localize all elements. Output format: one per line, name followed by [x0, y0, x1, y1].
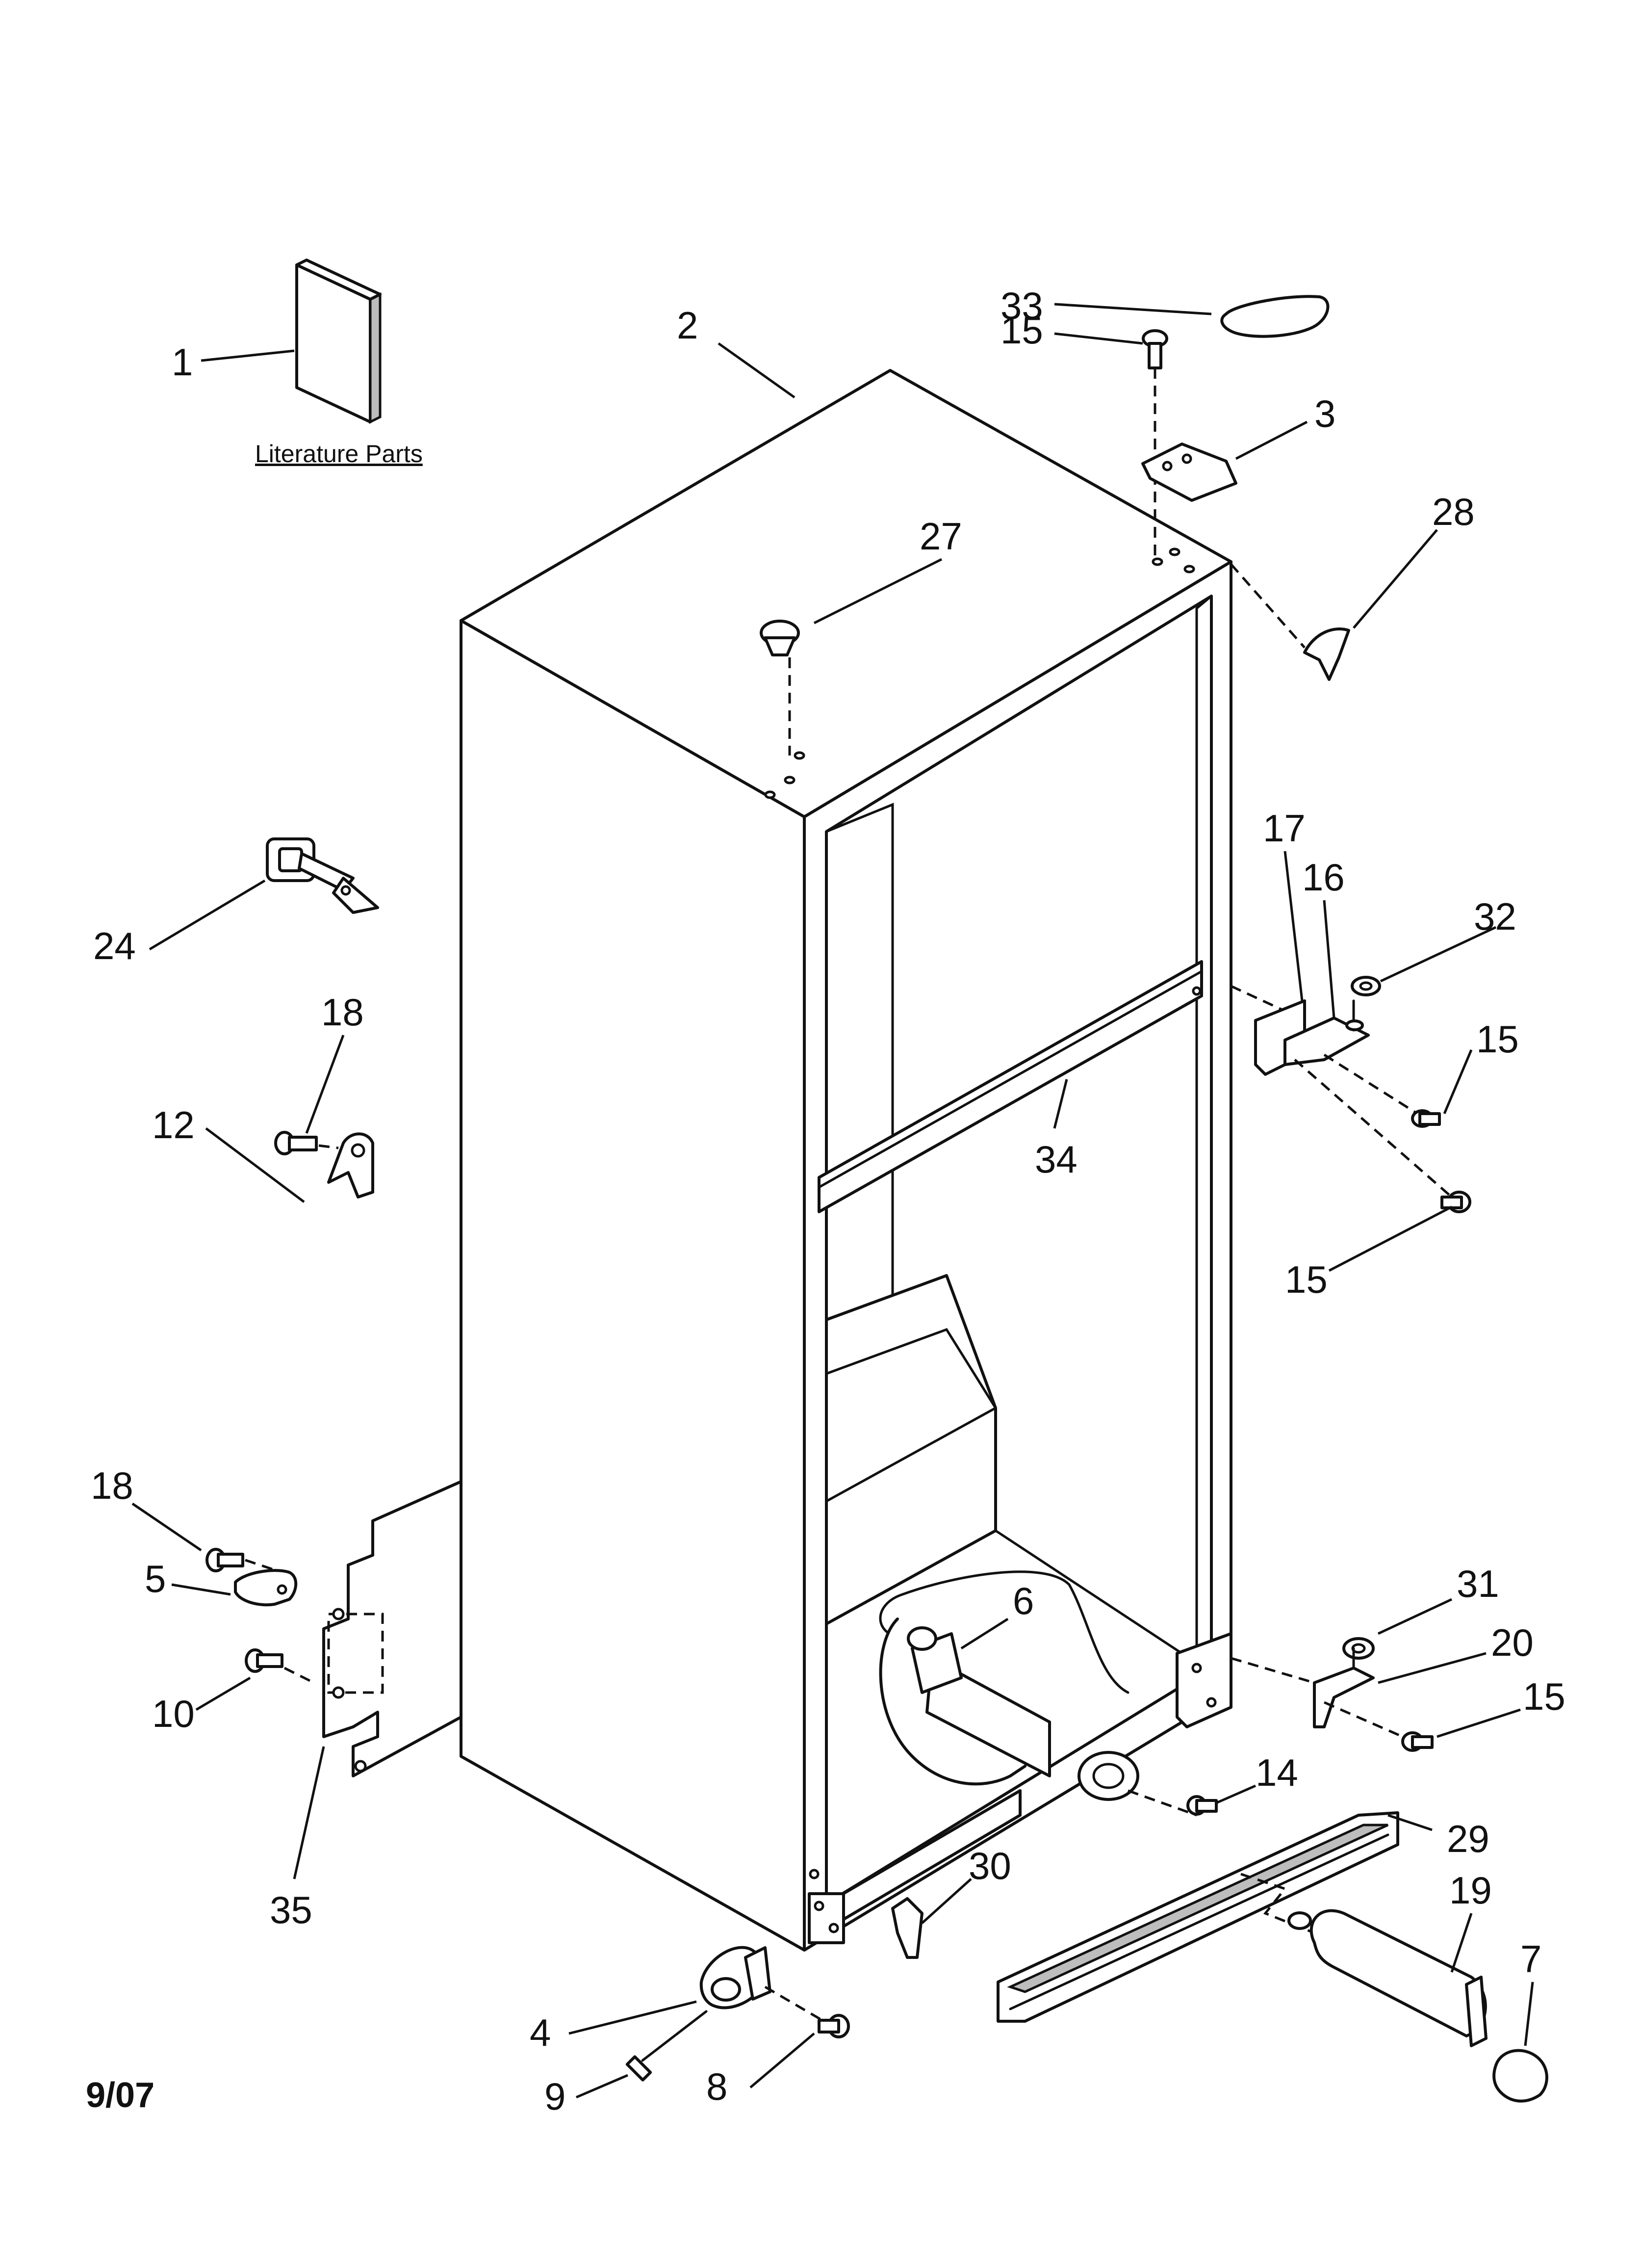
- top-hinge: [1141, 443, 1237, 502]
- callout-12: 12: [152, 1103, 195, 1147]
- callout-31: 31: [1457, 1562, 1499, 1605]
- callout-9: 9: [544, 2075, 565, 2118]
- callout-27: 27: [920, 515, 962, 558]
- callout-10: 10: [152, 1692, 195, 1735]
- callout-30: 30: [969, 1844, 1011, 1887]
- callout-15: 15: [1476, 1017, 1519, 1061]
- callout-28: 28: [1432, 490, 1475, 533]
- callout-15: 15: [1001, 309, 1043, 352]
- callout-24: 24: [93, 924, 136, 967]
- callout-6: 6: [1013, 1579, 1034, 1622]
- top-hinge-screw: [1142, 329, 1168, 559]
- date-code: 9/07: [86, 2076, 154, 2115]
- callout-8: 8: [706, 2065, 727, 2108]
- callout-29: 29: [1447, 1817, 1489, 1860]
- water-filter-housing: [879, 1570, 1218, 1817]
- callout-35: 35: [270, 1888, 312, 1931]
- callout-15: 15: [1523, 1675, 1565, 1718]
- left-bracket-panel: [205, 1480, 462, 1777]
- door-stop-pin: [266, 837, 379, 914]
- callout-16: 16: [1302, 856, 1345, 899]
- callout-numbers: 1 2 33 15 3 28 27 17 16 32 15 24 18 12 3…: [91, 284, 1565, 2118]
- callout-20: 20: [1491, 1621, 1534, 1664]
- middle-hinge-assembly: [1230, 976, 1471, 1213]
- callout-18: 18: [91, 1464, 133, 1507]
- filter-cap: [1492, 2049, 1548, 2103]
- leveling-roller-assembly: [625, 1946, 850, 2082]
- callout-33: 33: [1001, 284, 1043, 327]
- callout-7: 7: [1520, 1937, 1541, 1981]
- callout-5: 5: [145, 1557, 166, 1600]
- base-grille: [997, 1811, 1399, 2023]
- hole-plug: [760, 620, 800, 756]
- water-filter-cartridge: [1240, 1873, 1488, 2047]
- top-hinge-cover: [1220, 295, 1330, 338]
- callout-leader-lines: [131, 303, 1534, 2099]
- callout-32: 32: [1474, 895, 1516, 938]
- callout-2: 2: [677, 304, 698, 347]
- literature-parts-caption: Literature Parts: [255, 440, 423, 468]
- callout-4: 4: [530, 2011, 551, 2054]
- upper-screw-and-clip: [274, 1131, 374, 1199]
- callout-17: 17: [1263, 807, 1306, 850]
- grille-clip: [891, 1897, 924, 1959]
- literature-booklet: [295, 259, 382, 424]
- callout-1: 1: [172, 340, 193, 384]
- callout-34: 34: [1035, 1138, 1078, 1181]
- callout-3: 3: [1314, 392, 1335, 435]
- callout-18: 18: [321, 991, 364, 1034]
- lower-hinge-assembly: [1176, 1632, 1434, 1752]
- refrigerator-cabinet: [460, 369, 1232, 1952]
- callout-15: 15: [1285, 1258, 1328, 1301]
- divider-bar: [818, 960, 1203, 1213]
- trim-end-cap: [1230, 563, 1350, 681]
- callout-19: 19: [1449, 1869, 1492, 1912]
- callout-14: 14: [1256, 1751, 1298, 1794]
